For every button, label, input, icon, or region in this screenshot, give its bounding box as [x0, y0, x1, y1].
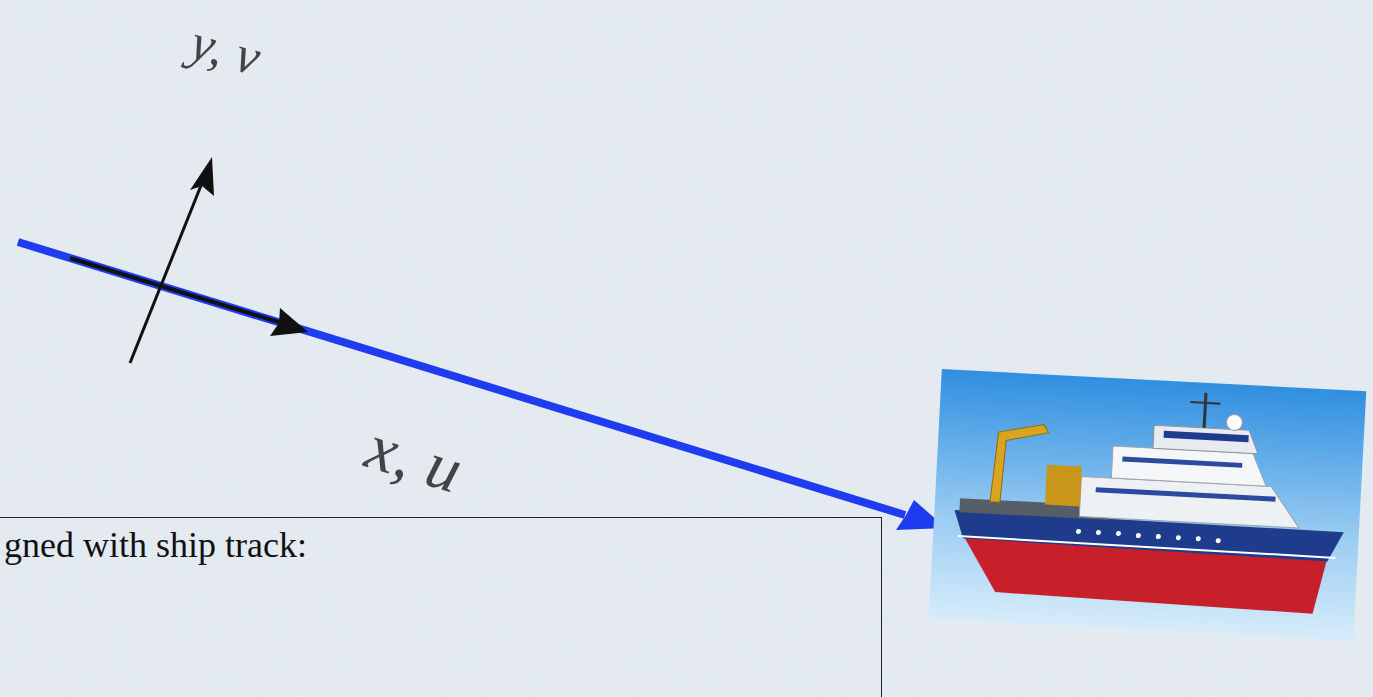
x-arrowhead: [270, 308, 308, 336]
y-arrowhead: [190, 157, 214, 196]
note-text: gned with ship track:: [4, 524, 876, 566]
y-axis-arrow: [130, 178, 204, 363]
ship-picture: [929, 369, 1367, 641]
ship-track: [18, 242, 905, 515]
note-box: gned with ship track:: [0, 517, 882, 697]
x-axis-arrow: [70, 258, 285, 324]
